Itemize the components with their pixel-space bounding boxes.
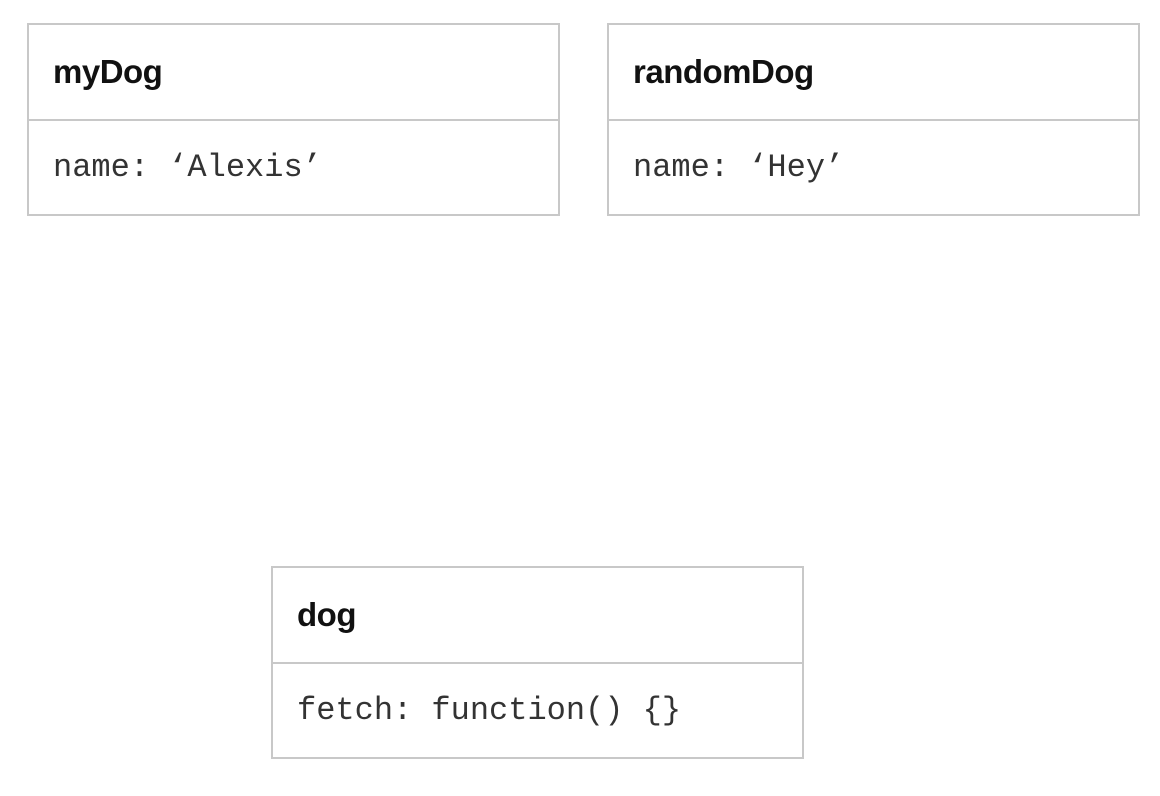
object-body: fetch: function() {} — [273, 664, 802, 757]
object-title: randomDog — [633, 53, 814, 90]
object-property: name: ‘Hey’ — [633, 149, 845, 186]
object-header: randomDog — [609, 25, 1138, 121]
object-box-dog: dog fetch: function() {} — [271, 566, 804, 759]
object-header: myDog — [29, 25, 558, 121]
object-body: name: ‘Alexis’ — [29, 121, 558, 214]
object-body: name: ‘Hey’ — [609, 121, 1138, 214]
object-header: dog — [273, 568, 802, 664]
object-box-mydog: myDog name: ‘Alexis’ — [27, 23, 560, 216]
object-title: dog — [297, 596, 356, 633]
object-property: name: ‘Alexis’ — [53, 149, 322, 186]
object-property: fetch: function() {} — [297, 692, 682, 729]
object-title: myDog — [53, 53, 163, 90]
object-box-randomdog: randomDog name: ‘Hey’ — [607, 23, 1140, 216]
